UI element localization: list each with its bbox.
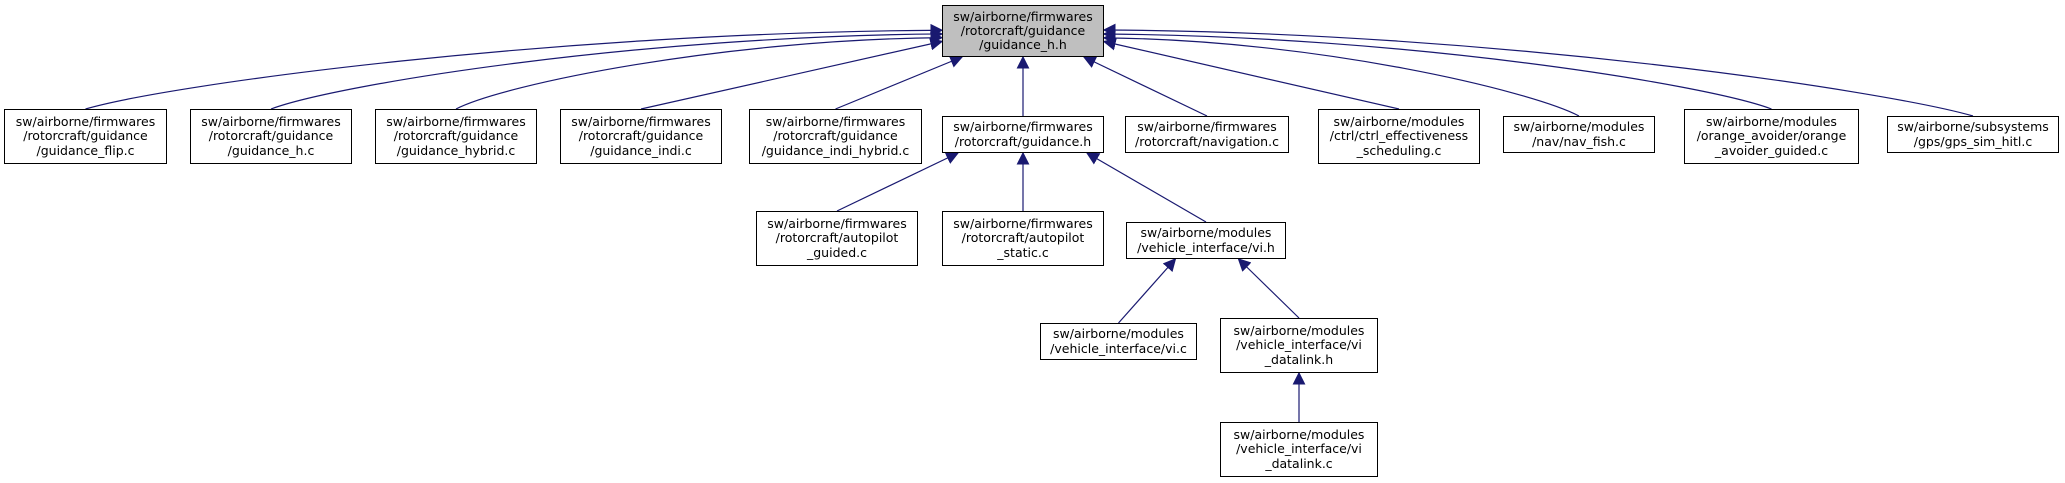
node-label-line: _scheduling.c bbox=[1356, 142, 1442, 158]
edge-orange_avoider_guided_c-to-root bbox=[1102, 27, 1772, 110]
node-guidance-hybrid-c[interactable]: sw/airborne/firmwares /rotorcraft/guidan… bbox=[375, 109, 537, 164]
node-guidance-flip-c[interactable]: sw/airborne/firmwares /rotorcraft/guidan… bbox=[4, 109, 167, 164]
edge-gps_sim_hitl_c-to-root bbox=[1102, 23, 1974, 117]
node-label-line: /vehicle_interface/vi bbox=[1236, 337, 1362, 353]
node-label-line: /ctrl/ctrl_effectiveness bbox=[1329, 128, 1469, 144]
node-vi-datalink-c[interactable]: sw/airborne/modules /vehicle_interface/v… bbox=[1220, 422, 1378, 477]
node-vi-c[interactable]: sw/airborne/modules /vehicle_interface/v… bbox=[1040, 323, 1197, 360]
node-label-line: sw/airborne/firmwares bbox=[765, 114, 906, 130]
node-label-line: /rotorcraft/autopilot bbox=[961, 230, 1085, 246]
node-label-line: sw/airborne/firmwares bbox=[1137, 119, 1277, 135]
node-nav-fish-c[interactable]: sw/airborne/modules /nav/nav_fish.c bbox=[1503, 116, 1655, 153]
node-vi-datalink-h[interactable]: sw/airborne/modules /vehicle_interface/v… bbox=[1220, 318, 1378, 373]
node-label-line: sw/airborne/modules bbox=[1053, 326, 1184, 342]
node-label-line: /rotorcraft/guidance bbox=[773, 128, 898, 144]
node-label-line: sw/airborne/modules bbox=[1706, 114, 1837, 130]
node-label-line: /guidance_h.c bbox=[227, 142, 315, 158]
node-label-line: /gps/gps_sim_hitl.c bbox=[1913, 133, 2033, 149]
edge-guidance_indi_c-to-root bbox=[640, 37, 944, 110]
node-label-line: _avoider_guided.c bbox=[1714, 142, 1829, 158]
node-label-line: _datalink.h bbox=[1264, 351, 1334, 367]
node-label-line: /nav/nav_fish.c bbox=[1532, 133, 1626, 149]
edge-guidance_indi_hybrid_c-to-root bbox=[835, 55, 964, 110]
node-label-line: sw/airborne/modules bbox=[1513, 119, 1645, 135]
node-gps-sim-hitl-c[interactable]: sw/airborne/subsystems /gps/gps_sim_hitl… bbox=[1887, 116, 2059, 153]
edge-guidance_hybrid_c-to-root bbox=[455, 31, 944, 110]
node-label-line: /rotorcraft/guidance bbox=[23, 128, 148, 144]
node-guidance-h-c[interactable]: sw/airborne/firmwares /rotorcraft/guidan… bbox=[190, 109, 352, 164]
node-label-line: /guidance_indi.c bbox=[590, 142, 692, 158]
node-label-line: /guidance_hybrid.c bbox=[396, 142, 516, 158]
node-label-line: /orange_avoider/orange bbox=[1696, 128, 1847, 144]
node-label-line: sw/airborne/firmwares bbox=[767, 216, 907, 232]
edge-autopilot_guided_c-to-guidance_h bbox=[836, 152, 960, 212]
node-label-line: /rotorcraft/autopilot bbox=[775, 230, 899, 246]
node-autopilot-static-c[interactable]: sw/airborne/firmwares /rotorcraft/autopi… bbox=[942, 211, 1104, 266]
node-guidance-indi-hybrid-c[interactable]: sw/airborne/firmwares /rotorcraft/guidan… bbox=[749, 109, 922, 164]
node-label-line: /rotorcraft/guidance bbox=[578, 128, 704, 144]
node-guidance-h[interactable]: sw/airborne/firmwares /rotorcraft/guidan… bbox=[942, 116, 1104, 153]
node-label-line: /guidance_h.h bbox=[979, 37, 1067, 53]
node-label-line: sw/airborne/firmwares bbox=[386, 114, 526, 130]
node-label-line: /guidance_indi_hybrid.c bbox=[761, 142, 910, 158]
node-guidance-indi-c[interactable]: sw/airborne/firmwares /rotorcraft/guidan… bbox=[560, 109, 722, 164]
node-label-line: /vehicle_interface/vi bbox=[1236, 441, 1362, 457]
node-label-line: sw/airborne/firmwares bbox=[953, 216, 1093, 232]
node-label-line: _datalink.c bbox=[1265, 455, 1333, 471]
edge-vi_c-to-vi_h bbox=[1118, 258, 1177, 324]
node-label-line: sw/airborne/firmwares bbox=[201, 114, 341, 130]
node-label-line: /rotorcraft/guidance bbox=[208, 128, 334, 144]
node-label-line: sw/airborne/modules bbox=[1233, 323, 1365, 339]
node-label-line: /vehicle_interface/vi.c bbox=[1050, 340, 1187, 356]
node-label-line: sw/airborne/modules bbox=[1233, 427, 1365, 443]
edge-nav_fish_c-to-root bbox=[1102, 31, 1580, 117]
node-label-line: /rotorcraft/navigation.c bbox=[1135, 133, 1279, 149]
node-label-line: _guided.c bbox=[807, 244, 867, 260]
node-label-line: sw/airborne/firmwares bbox=[953, 119, 1093, 135]
node-orange-avoider-guided-c[interactable]: sw/airborne/modules /orange_avoider/oran… bbox=[1684, 109, 1859, 164]
edge-vi_datalink_h-to-vi_h bbox=[1237, 258, 1300, 319]
node-label-line: _static.c bbox=[997, 244, 1049, 260]
edge-navigation_c-to-root bbox=[1082, 56, 1208, 117]
node-vi-h[interactable]: sw/airborne/modules /vehicle_interface/v… bbox=[1126, 222, 1286, 259]
node-ctrl-effectiveness-scheduling-c[interactable]: sw/airborne/modules /ctrl/ctrl_effective… bbox=[1318, 109, 1480, 164]
node-navigation-c[interactable]: sw/airborne/firmwares /rotorcraft/naviga… bbox=[1125, 116, 1289, 153]
edge-vi_h-to-guidance_h bbox=[1085, 152, 1207, 223]
node-label-line: sw/airborne/subsystems bbox=[1897, 119, 2049, 135]
node-label-line: /guidance_flip.c bbox=[36, 142, 135, 158]
edge-guidance_h_c-to-root bbox=[270, 27, 944, 110]
node-label-line: /vehicle_interface/vi.h bbox=[1137, 239, 1275, 255]
node-label-line: sw/airborne/firmwares bbox=[15, 114, 156, 130]
node-label-line: sw/airborne/modules bbox=[1140, 225, 1272, 241]
edge-ctrl_effectiveness_scheduling_c-to-root bbox=[1102, 37, 1400, 110]
node-label-line: sw/airborne/firmwares bbox=[571, 114, 711, 130]
node-guidance-h-h-root: sw/airborne/firmwares /rotorcraft/guidan… bbox=[942, 5, 1104, 57]
node-label-line: /rotorcraft/guidance bbox=[960, 22, 1086, 38]
node-label-line: /rotorcraft/guidance.h bbox=[954, 133, 1092, 149]
node-label-line: /rotorcraft/guidance bbox=[393, 128, 519, 144]
node-autopilot-guided-c[interactable]: sw/airborne/firmwares /rotorcraft/autopi… bbox=[756, 211, 918, 266]
node-label-line: sw/airborne/firmwares bbox=[953, 8, 1093, 24]
edge-guidance_flip_c-to-root bbox=[85, 23, 944, 110]
node-label-line: sw/airborne/modules bbox=[1333, 114, 1465, 130]
